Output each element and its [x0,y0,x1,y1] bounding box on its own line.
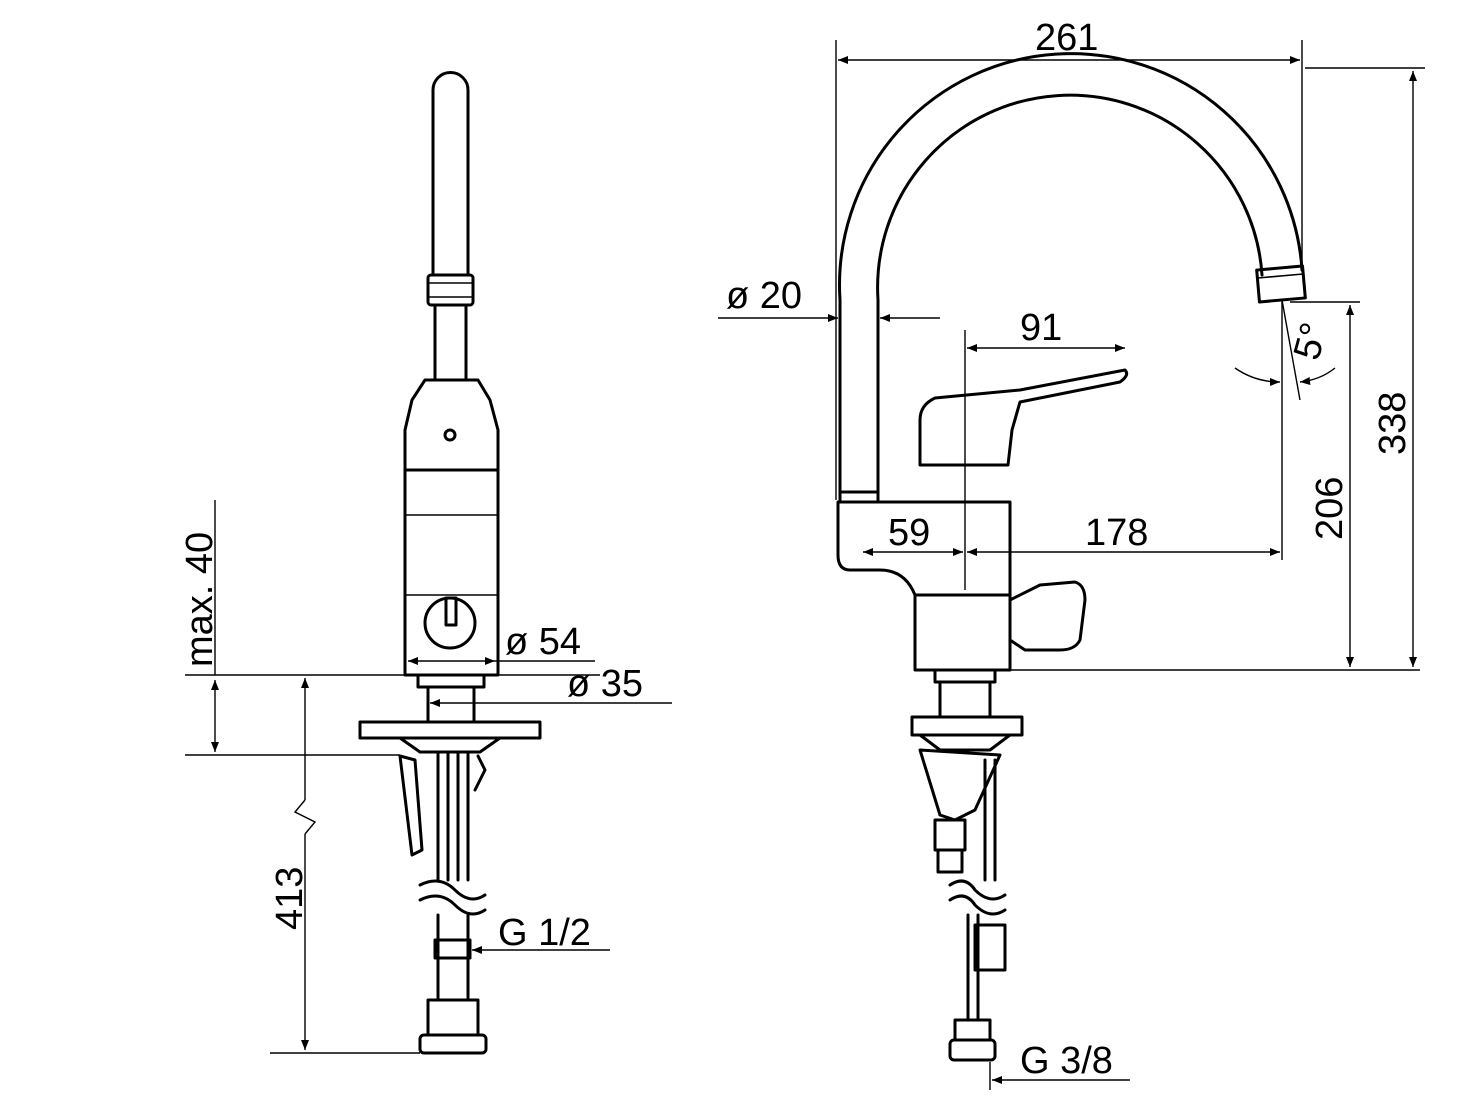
label-178: 178 [1085,512,1148,554]
label-206: 206 [1309,477,1351,540]
front-view-dimensions: max. 40 ø 54 ø 35 413 G 1/2 [179,500,672,1054]
label-5-degrees: 5° [1286,318,1336,364]
front-view-faucet [358,71,542,1055]
label-diameter-35: ø 35 [567,663,643,705]
label-261: 261 [1035,17,1098,59]
label-59: 59 [888,512,930,554]
side-view-dimensions: 261 ø 20 91 59 178 5° 206 338 G 3/8 [718,17,1425,1090]
label-max-40: max. 40 [179,532,221,667]
side-view-faucet [836,52,1307,1062]
label-413: 413 [269,867,311,930]
label-diameter-54: ø 54 [505,621,581,663]
label-g-1-2: G 1/2 [498,912,591,954]
label-g-3-8: G 3/8 [1020,1040,1113,1082]
label-91: 91 [1020,307,1062,349]
label-diameter-20: ø 20 [726,275,802,317]
label-338: 338 [1372,392,1414,455]
